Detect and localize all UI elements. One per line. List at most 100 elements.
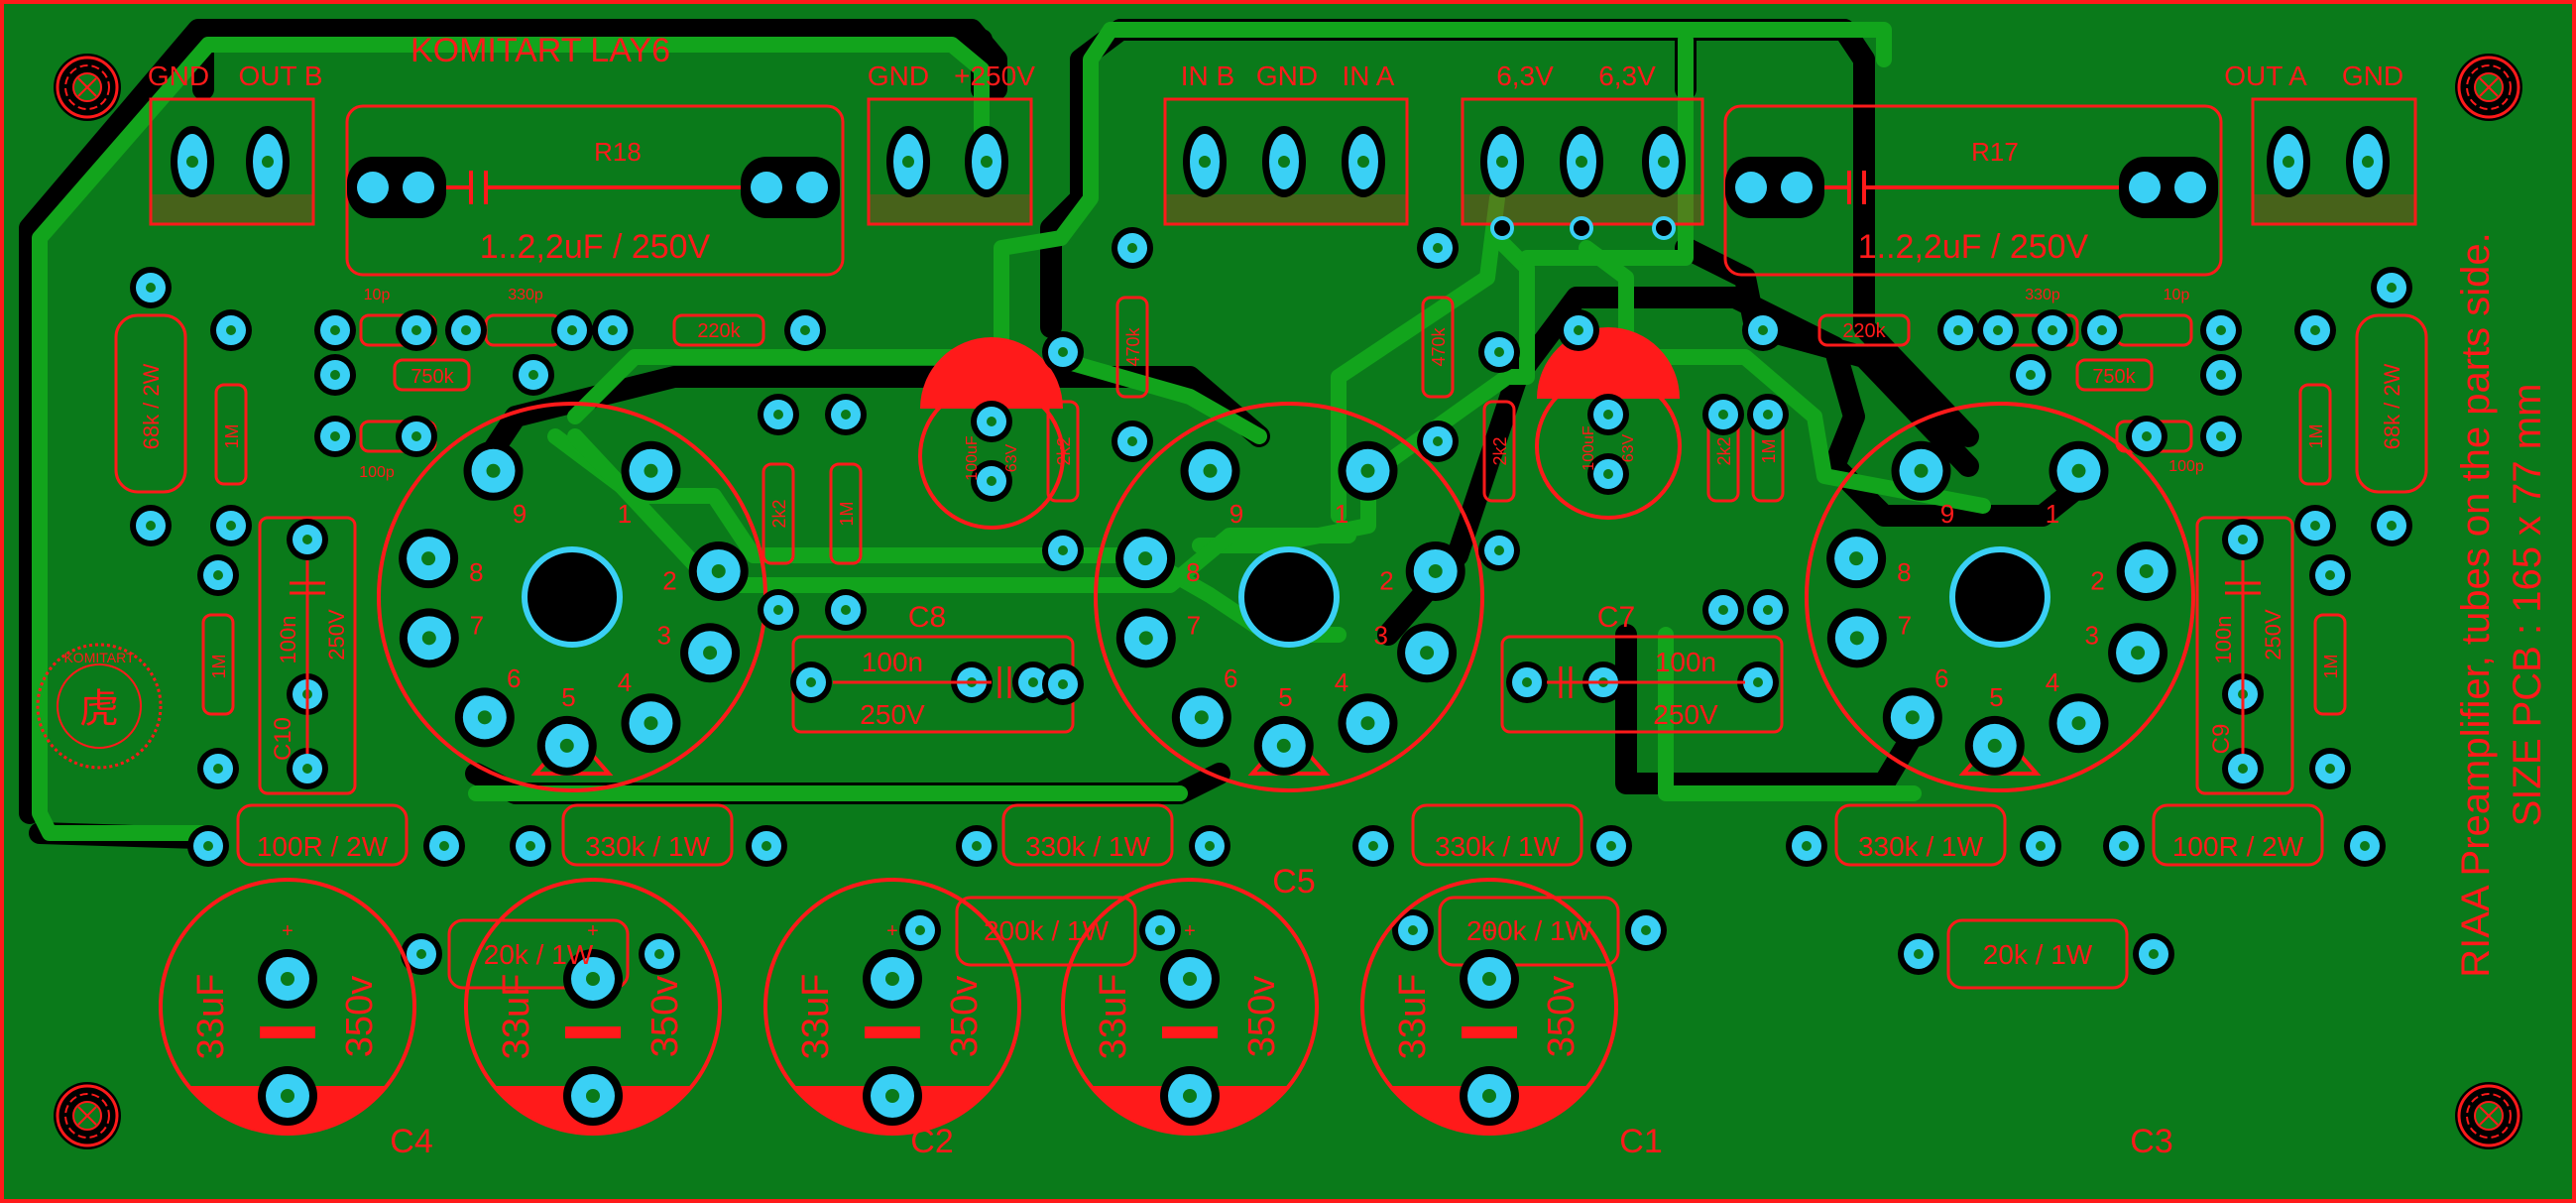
svg-text:+250V: +250V bbox=[954, 60, 1035, 91]
tube-pin: 5 bbox=[1964, 682, 2025, 776]
svg-text:250V: 250V bbox=[2261, 609, 2285, 661]
svg-text:1M: 1M bbox=[2306, 423, 2326, 448]
small-part-labels: 10p 330p 220k 750k 100p 220k 330p 10p 75… bbox=[139, 287, 2404, 679]
svg-text:68k / 2W: 68k / 2W bbox=[139, 363, 164, 449]
komitart-logo: 虎 KOMITART bbox=[36, 643, 163, 770]
tube-pin-number: 1 bbox=[2046, 499, 2059, 529]
svg-text:330p: 330p bbox=[2025, 287, 2060, 303]
cap-c10 bbox=[258, 516, 357, 795]
tube-pin: 1 bbox=[618, 440, 681, 529]
connector-labels: GND OUT B GND +250V IN B GND IN A 6,3V 6… bbox=[148, 60, 2403, 91]
tube-pin-number: 4 bbox=[618, 667, 632, 697]
svg-text:1M: 1M bbox=[1759, 438, 1779, 463]
output-cap-labels: R18 1..2,2uF / 250V R17 1..2,2uF / 250V bbox=[480, 137, 2089, 266]
filter-cap-voltage: 350v bbox=[1541, 976, 1582, 1057]
tube-pin: 4 bbox=[618, 667, 681, 754]
svg-text:GND: GND bbox=[868, 60, 929, 91]
svg-text:OUT B: OUT B bbox=[238, 60, 322, 91]
tube-pin: 8 bbox=[399, 529, 484, 589]
tube-pin: 4 bbox=[1335, 667, 1398, 754]
filter-cap-name: C2 bbox=[910, 1123, 953, 1160]
svg-text:2k2: 2k2 bbox=[1054, 436, 1074, 465]
svg-text:100n: 100n bbox=[1655, 647, 1716, 677]
tube-pin-number: 6 bbox=[1224, 663, 1237, 693]
svg-text:2k2: 2k2 bbox=[1490, 436, 1510, 465]
svg-text:6,3V: 6,3V bbox=[1598, 60, 1656, 91]
terminal-outb bbox=[149, 97, 315, 226]
svg-text:1..2,2uF / 250V: 1..2,2uF / 250V bbox=[1858, 228, 2089, 266]
tube-pin-number: 3 bbox=[656, 620, 670, 650]
svg-text:330k / 1W: 330k / 1W bbox=[585, 831, 711, 862]
filter-cap-voltage: 350v bbox=[944, 976, 986, 1057]
svg-text:100n: 100n bbox=[276, 616, 300, 664]
tube-pin: 2 bbox=[1379, 541, 1465, 601]
svg-text:10p: 10p bbox=[364, 287, 391, 303]
tube-pin-number: 5 bbox=[561, 682, 575, 712]
svg-text:100uF: 100uF bbox=[964, 435, 981, 481]
svg-text:100uF: 100uF bbox=[1581, 425, 1597, 471]
svg-text:100p: 100p bbox=[2168, 458, 2204, 475]
svg-text:100R / 2W: 100R / 2W bbox=[2172, 831, 2304, 862]
filter-cap: + bbox=[763, 878, 1021, 1136]
filter-cap-voltage: 350v bbox=[339, 976, 381, 1057]
tube-pin-number: 3 bbox=[1373, 620, 1387, 650]
output-cap-r18 bbox=[345, 104, 845, 277]
svg-text:1M: 1M bbox=[209, 654, 229, 678]
tube-pin: 5 bbox=[536, 682, 597, 776]
tube-pin: 6 bbox=[454, 663, 521, 748]
tube-pin: 7 bbox=[1826, 608, 1912, 668]
svg-text:330k / 1W: 330k / 1W bbox=[1025, 831, 1151, 862]
tube-pin-number: 8 bbox=[1186, 557, 1200, 587]
svg-text:2k2: 2k2 bbox=[769, 499, 789, 528]
filter-cap-value: 33uF bbox=[1093, 974, 1134, 1060]
tube-pin-number: 7 bbox=[1187, 611, 1201, 641]
filter-cap-voltage: 350v bbox=[1241, 976, 1283, 1057]
tube-pin: 7 bbox=[399, 608, 484, 668]
plus-sign: + bbox=[886, 920, 898, 942]
tube-pin: 7 bbox=[1115, 608, 1201, 668]
svg-text:100n: 100n bbox=[2211, 616, 2236, 664]
power-resistor-labels: 100R / 2W 330k / 1W 330k / 1W 330k / 1W … bbox=[257, 831, 2304, 970]
svg-text:C7: C7 bbox=[1597, 601, 1635, 634]
tube-pin: 8 bbox=[1115, 529, 1201, 589]
tube-pin: 6 bbox=[1171, 663, 1237, 748]
cap-100uf-left bbox=[918, 337, 1065, 530]
tube-pin-number: 1 bbox=[1335, 499, 1348, 529]
svg-text:220k: 220k bbox=[1842, 320, 1886, 342]
tube-pin-number: 8 bbox=[1897, 557, 1911, 587]
svg-text:GND: GND bbox=[2342, 60, 2403, 91]
tube-pin-number: 8 bbox=[469, 557, 483, 587]
tube-pin: 3 bbox=[656, 620, 741, 683]
svg-text:250V: 250V bbox=[324, 609, 349, 661]
svg-text:KOMITART: KOMITART bbox=[63, 650, 134, 665]
svg-text:330k / 1W: 330k / 1W bbox=[1858, 831, 1984, 862]
tube-pin: 8 bbox=[1826, 529, 1912, 589]
filter-cap-value: 33uF bbox=[795, 974, 837, 1060]
svg-text:100n: 100n bbox=[862, 647, 923, 677]
svg-text:63V: 63V bbox=[1003, 443, 1020, 472]
terminal-heater bbox=[1461, 97, 1704, 240]
tube-pin: 2 bbox=[662, 541, 749, 601]
filter-cap-name: C4 bbox=[390, 1123, 432, 1160]
plus-sign: + bbox=[587, 920, 599, 942]
side-notes: RIAA Preamplifier, tubes on the parts si… bbox=[2454, 232, 2549, 978]
svg-text:20k / 1W: 20k / 1W bbox=[1983, 939, 2093, 970]
svg-text:750k: 750k bbox=[410, 366, 454, 388]
tube-pin-number: 2 bbox=[2090, 566, 2104, 596]
tube-pin: 1 bbox=[2046, 440, 2109, 529]
svg-text:RIAA Preamplifier, tubes on th: RIAA Preamplifier, tubes on the parts si… bbox=[2454, 232, 2498, 978]
small-components bbox=[201, 296, 2347, 990]
svg-text:6,3V: 6,3V bbox=[1496, 60, 1554, 91]
terminal-in bbox=[1163, 97, 1409, 226]
resistor-68k-right bbox=[2355, 267, 2428, 546]
svg-text:1M: 1M bbox=[837, 501, 857, 526]
svg-text:1..2,2uF / 250V: 1..2,2uF / 250V bbox=[480, 228, 711, 266]
tube-pin: 9 bbox=[463, 440, 527, 529]
svg-text:68k / 2W: 68k / 2W bbox=[2380, 363, 2404, 449]
svg-text:220k: 220k bbox=[697, 320, 741, 342]
filter-cap-value: 33uF bbox=[1392, 974, 1434, 1060]
tube-pin-number: 5 bbox=[1278, 682, 1292, 712]
svg-text:250V: 250V bbox=[860, 699, 925, 730]
